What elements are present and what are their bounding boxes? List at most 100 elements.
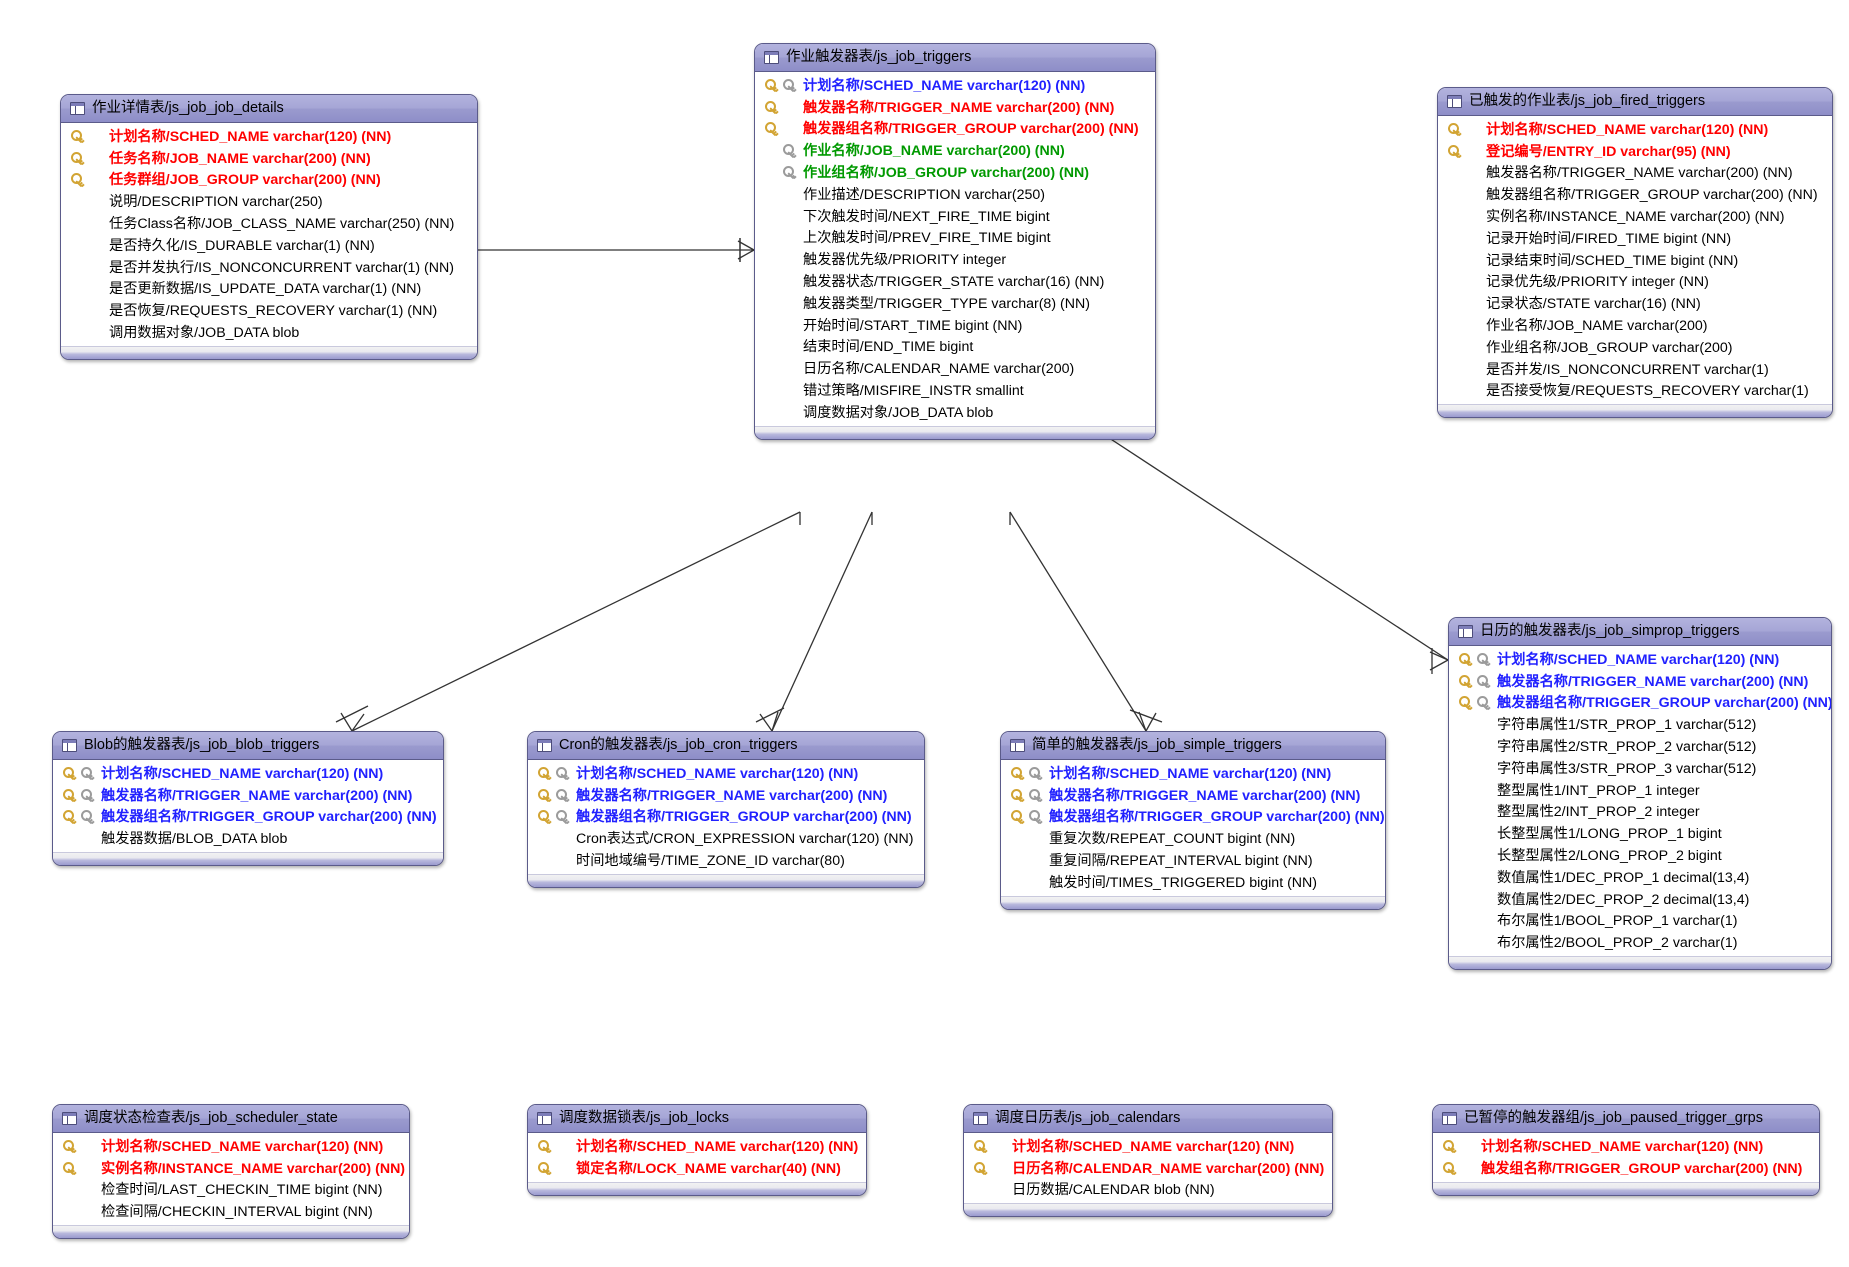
attribute-row[interactable]: 整型属性1/INT_PROP_1 integer — [1449, 779, 1831, 801]
attribute-row[interactable]: 开始时间/START_TIME bigint (NN) — [755, 314, 1155, 336]
attribute-row[interactable]: 触发器组名称/TRIGGER_GROUP varchar(200) (NN) — [755, 118, 1155, 140]
attribute-row[interactable]: 触发器名称/TRIGGER_NAME varchar(200) (NN) — [1001, 784, 1385, 806]
attribute-row[interactable]: 触发器名称/TRIGGER_NAME varchar(200) (NN) — [528, 784, 924, 806]
attribute-row[interactable]: 触发器状态/TRIGGER_STATE varchar(16) (NN) — [755, 270, 1155, 292]
attribute-row[interactable]: 日历名称/CALENDAR_NAME varchar(200) — [755, 357, 1155, 379]
attribute-row[interactable]: 触发器名称/TRIGGER_NAME varchar(200) (NN) — [1438, 162, 1832, 184]
entity-title-bar[interactable]: 调度日历表/js_job_calendars — [964, 1105, 1332, 1133]
attribute-row[interactable]: 重复间隔/REPEAT_INTERVAL bigint (NN) — [1001, 849, 1385, 871]
attribute-row[interactable]: 长整型属性2/LONG_PROP_2 bigint — [1449, 844, 1831, 866]
attribute-row[interactable]: 触发器组名称/TRIGGER_GROUP varchar(200) (NN) — [53, 806, 443, 828]
entity-title-bar[interactable]: 调度数据锁表/js_job_locks — [528, 1105, 866, 1133]
attribute-row[interactable]: 计划名称/SCHED_NAME varchar(120) (NN) — [53, 1135, 409, 1157]
attribute-row[interactable]: 记录优先级/PRIORITY integer (NN) — [1438, 271, 1832, 293]
attribute-row[interactable]: 计划名称/SCHED_NAME varchar(120) (NN) — [1449, 648, 1831, 670]
attribute-row[interactable]: 作业组名称/JOB_GROUP varchar(200) — [1438, 336, 1832, 358]
attribute-row[interactable]: 上次触发时间/PREV_FIRE_TIME bigint — [755, 227, 1155, 249]
attribute-row[interactable]: 日历数据/CALENDAR blob (NN) — [964, 1179, 1332, 1201]
attribute-row[interactable]: 登记编号/ENTRY_ID varchar(95) (NN) — [1438, 140, 1832, 162]
attribute-row[interactable]: 计划名称/SCHED_NAME varchar(120) (NN) — [755, 74, 1155, 96]
attribute-row[interactable]: 触发器名称/TRIGGER_NAME varchar(200) (NN) — [755, 96, 1155, 118]
attribute-row[interactable]: 触发器数据/BLOB_DATA blob — [53, 827, 443, 849]
entity-title-bar[interactable]: 作业触发器表/js_job_triggers — [755, 44, 1155, 72]
attribute-row[interactable]: 实例名称/INSTANCE_NAME varchar(200) (NN) — [1438, 205, 1832, 227]
entity-title-bar[interactable]: 调度状态检查表/js_job_scheduler_state — [53, 1105, 409, 1133]
attribute-row[interactable]: 计划名称/SCHED_NAME varchar(120) (NN) — [61, 125, 477, 147]
attribute-row[interactable]: 是否持久化/IS_DURABLE varchar(1) (NN) — [61, 234, 477, 256]
attribute-row[interactable]: 数值属性2/DEC_PROP_2 decimal(13,4) — [1449, 888, 1831, 910]
attribute-row[interactable]: 计划名称/SCHED_NAME varchar(120) (NN) — [53, 762, 443, 784]
attribute-row[interactable]: 布尔属性1/BOOL_PROP_1 varchar(1) — [1449, 910, 1831, 932]
attribute-row[interactable]: 触发器名称/TRIGGER_NAME varchar(200) (NN) — [1449, 670, 1831, 692]
attribute-row[interactable]: 触发器优先级/PRIORITY integer — [755, 248, 1155, 270]
attribute-row[interactable]: 触发器组名称/TRIGGER_GROUP varchar(200) (NN) — [1438, 183, 1832, 205]
attribute-row[interactable]: 作业描述/DESCRIPTION varchar(250) — [755, 183, 1155, 205]
attribute-row[interactable]: 任务名称/JOB_NAME varchar(200) (NN) — [61, 147, 477, 169]
attribute-row[interactable]: 说明/DESCRIPTION varchar(250) — [61, 190, 477, 212]
attribute-row[interactable]: 字符串属性1/STR_PROP_1 varchar(512) — [1449, 713, 1831, 735]
entity-title-bar[interactable]: Blob的触发器表/js_job_blob_triggers — [53, 732, 443, 760]
attribute-row[interactable]: 作业名称/JOB_NAME varchar(200) (NN) — [755, 139, 1155, 161]
attribute-row[interactable]: 任务群组/JOB_GROUP varchar(200) (NN) — [61, 169, 477, 191]
attribute-row[interactable]: 是否并发执行/IS_NONCONCURRENT varchar(1) (NN) — [61, 256, 477, 278]
attribute-row[interactable]: 作业名称/JOB_NAME varchar(200) — [1438, 314, 1832, 336]
attribute-row[interactable]: 计划名称/SCHED_NAME varchar(120) (NN) — [528, 1135, 866, 1157]
attribute-row[interactable]: 是否接受恢复/REQUESTS_RECOVERY varchar(1) — [1438, 380, 1832, 402]
attribute-row[interactable]: 字符串属性3/STR_PROP_3 varchar(512) — [1449, 757, 1831, 779]
attribute-row[interactable]: 调度数据对象/JOB_DATA blob — [755, 401, 1155, 423]
attribute-row[interactable]: 触发时间/TIMES_TRIGGERED bigint (NN) — [1001, 871, 1385, 893]
attribute-row[interactable]: 是否更新数据/IS_UPDATE_DATA varchar(1) (NN) — [61, 278, 477, 300]
attribute-row[interactable]: 触发器类型/TRIGGER_TYPE varchar(8) (NN) — [755, 292, 1155, 314]
attribute-row[interactable]: 时间地域编号/TIME_ZONE_ID varchar(80) — [528, 849, 924, 871]
attribute-row[interactable]: 计划名称/SCHED_NAME varchar(120) (NN) — [1438, 118, 1832, 140]
attribute-row[interactable]: 触发器组名称/TRIGGER_GROUP varchar(200) (NN) — [1449, 692, 1831, 714]
attribute-row[interactable]: 锁定名称/LOCK_NAME varchar(40) (NN) — [528, 1157, 866, 1179]
attribute-row[interactable]: 日历名称/CALENDAR_NAME varchar(200) (NN) — [964, 1157, 1332, 1179]
attribute-row[interactable]: 记录结束时间/SCHED_TIME bigint (NN) — [1438, 249, 1832, 271]
attribute-row[interactable]: 触发器名称/TRIGGER_NAME varchar(200) (NN) — [53, 784, 443, 806]
attribute-row[interactable]: 记录状态/STATE varchar(16) (NN) — [1438, 292, 1832, 314]
attribute-row[interactable]: 检查间隔/CHECKIN_INTERVAL bigint (NN) — [53, 1200, 409, 1222]
attribute-row[interactable]: 调用数据对象/JOB_DATA blob — [61, 321, 477, 343]
attribute-row[interactable]: 作业组名称/JOB_GROUP varchar(200) (NN) — [755, 161, 1155, 183]
attribute-row[interactable]: 触发组名称/TRIGGER_GROUP varchar(200) (NN) — [1433, 1157, 1819, 1179]
attribute-row[interactable]: 触发器组名称/TRIGGER_GROUP varchar(200) (NN) — [1001, 806, 1385, 828]
attribute-row[interactable]: 计划名称/SCHED_NAME varchar(120) (NN) — [528, 762, 924, 784]
attribute-row[interactable]: 长整型属性1/LONG_PROP_1 bigint — [1449, 822, 1831, 844]
attribute-row[interactable]: 下次触发时间/NEXT_FIRE_TIME bigint — [755, 205, 1155, 227]
attribute-row[interactable]: 实例名称/INSTANCE_NAME varchar(200) (NN) — [53, 1157, 409, 1179]
entity-title-bar[interactable]: 已暂停的触发器组/js_job_paused_trigger_grps — [1433, 1105, 1819, 1133]
attribute-row[interactable]: 数值属性1/DEC_PROP_1 decimal(13,4) — [1449, 866, 1831, 888]
entity-title-bar[interactable]: 已触发的作业表/js_job_fired_triggers — [1438, 88, 1832, 116]
entity-title-bar[interactable]: Cron的触发器表/js_job_cron_triggers — [528, 732, 924, 760]
attribute-row[interactable]: 布尔属性2/BOOL_PROP_2 varchar(1) — [1449, 931, 1831, 953]
entity-title-bar[interactable]: 作业详情表/js_job_job_details — [61, 95, 477, 123]
attribute-row[interactable]: 检查时间/LAST_CHECKIN_TIME bigint (NN) — [53, 1179, 409, 1201]
attribute-row[interactable]: 字符串属性2/STR_PROP_2 varchar(512) — [1449, 735, 1831, 757]
attribute-row[interactable]: 是否并发/IS_NONCONCURRENT varchar(1) — [1438, 358, 1832, 380]
attribute-row[interactable]: 任务Class名称/JOB_CLASS_NAME varchar(250) (N… — [61, 212, 477, 234]
entity-title-bar[interactable]: 日历的触发器表/js_job_simprop_triggers — [1449, 618, 1831, 646]
attribute-row[interactable]: 记录开始时间/FIRED_TIME bigint (NN) — [1438, 227, 1832, 249]
attribute-row[interactable]: 触发器组名称/TRIGGER_GROUP varchar(200) (NN) — [528, 806, 924, 828]
entity-title-bar[interactable]: 简单的触发器表/js_job_simple_triggers — [1001, 732, 1385, 760]
attribute-row[interactable]: 是否恢复/REQUESTS_RECOVERY varchar(1) (NN) — [61, 299, 477, 321]
attribute-row[interactable]: 计划名称/SCHED_NAME varchar(120) (NN) — [964, 1135, 1332, 1157]
attribute-row[interactable]: 重复次数/REPEAT_COUNT bigint (NN) — [1001, 827, 1385, 849]
attribute-row[interactable]: 计划名称/SCHED_NAME varchar(120) (NN) — [1433, 1135, 1819, 1157]
attribute-row[interactable]: 错过策略/MISFIRE_INSTR smallint — [755, 379, 1155, 401]
attribute-row[interactable]: 结束时间/END_TIME bigint — [755, 336, 1155, 358]
attribute-row[interactable]: Cron表达式/CRON_EXPRESSION varchar(120) (NN… — [528, 827, 924, 849]
attribute-row[interactable]: 整型属性2/INT_PROP_2 integer — [1449, 801, 1831, 823]
